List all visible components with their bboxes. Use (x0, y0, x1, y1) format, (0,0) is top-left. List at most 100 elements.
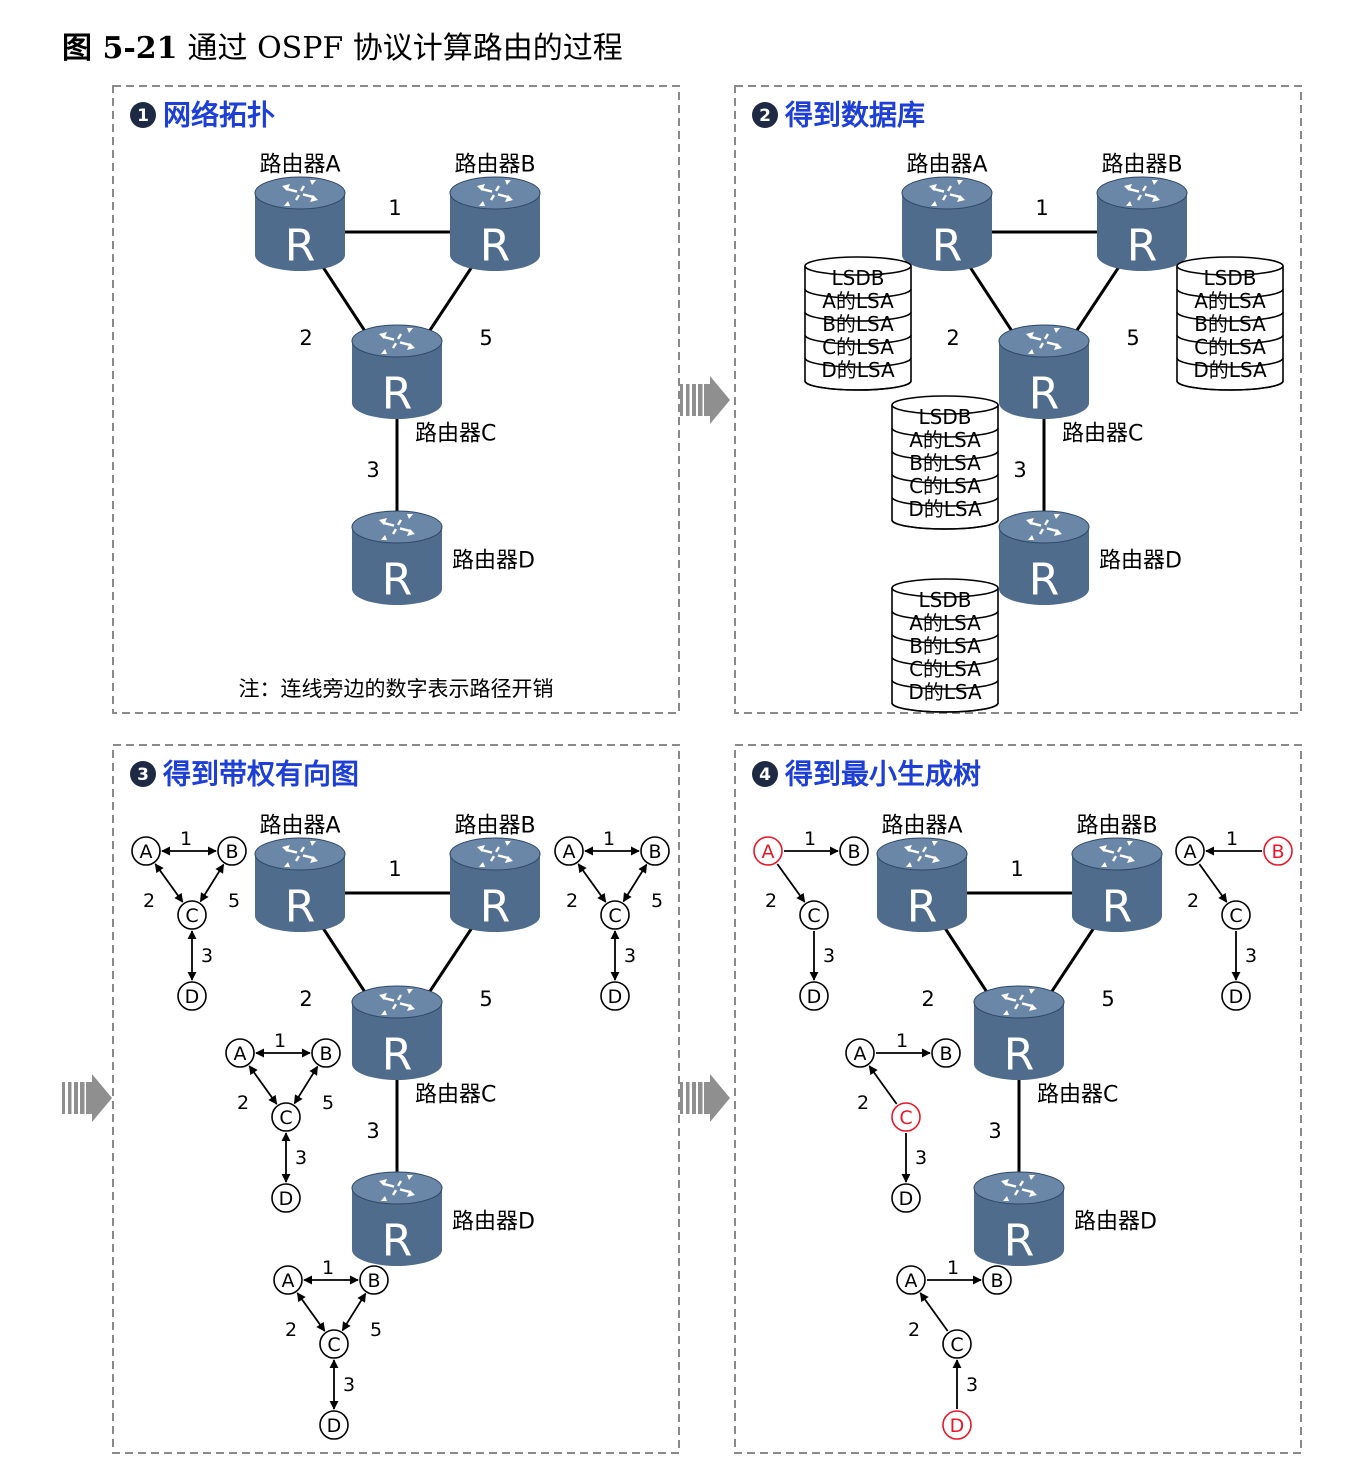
lsdb-row: C的LSA (822, 335, 894, 359)
graph-node-letter: D (327, 1415, 342, 1437)
graph-node-D: D (319, 1410, 349, 1440)
router-arrow-stroke (399, 1002, 412, 1008)
lsdb-divider (1176, 288, 1284, 299)
router-body (1072, 854, 1162, 932)
cost-C-D: 3 (366, 458, 379, 482)
graph-node-circle (942, 1329, 972, 1359)
router-top (973, 985, 1065, 1019)
graph-node-circle (273, 1265, 303, 1295)
router-label-A: 路由器A (906, 153, 987, 178)
lsdb-divider (1176, 357, 1284, 368)
lsdb-divider (1176, 334, 1284, 345)
edge-cost-C-D: 3 (201, 945, 213, 967)
router-letter: R (907, 882, 938, 933)
router-arrow-stroke (1029, 521, 1042, 527)
router-arrows-icon (1127, 185, 1157, 201)
router-label-B: 路由器B (1076, 814, 1157, 839)
graph-node-letter: A (234, 1043, 247, 1065)
router-arrow-stroke (1004, 1182, 1017, 1188)
graph-node-C: C (942, 1329, 972, 1359)
lsdb-divider (891, 450, 999, 461)
step-arrow-stripe (704, 384, 710, 416)
lsdb-header: LSDB (919, 405, 972, 429)
lsdb-divider (1176, 311, 1284, 322)
router-arrow-stroke (941, 194, 948, 201)
router-arrow-stroke (497, 854, 510, 860)
step-arrow-stripe (686, 384, 690, 416)
graph-node-letter: A (854, 1043, 867, 1065)
router-body (352, 341, 442, 419)
router-body (255, 193, 345, 271)
graph-node-letter: B (939, 1043, 952, 1065)
router-arrows-icon (480, 185, 510, 201)
router-arrow-stroke (1021, 1188, 1034, 1194)
lsdb-top (1176, 256, 1284, 276)
graph-node-circle (271, 1183, 301, 1213)
lsdb-row: D的LSA (821, 358, 895, 382)
router-letter: R (1102, 882, 1133, 933)
cost-A-C: 2 (921, 987, 934, 1011)
panel-title: 网络拓扑 (163, 99, 275, 132)
graph-node-circle (225, 1038, 255, 1068)
router-arrow-stroke (907, 848, 920, 854)
graph-node-letter: D (279, 1188, 294, 1210)
graph-node-letter: B (648, 841, 661, 863)
router-arrow-stroke (302, 193, 315, 199)
router-top (351, 985, 443, 1019)
cost-A-B: 1 (388, 196, 401, 220)
graph-node-A: A (845, 1038, 875, 1068)
router-arrow-stroke (382, 1182, 395, 1188)
edge-cost-A-C: 2 (566, 890, 578, 912)
graph-node-circle (311, 1038, 341, 1068)
edge-cost-A-B: 1 (947, 1257, 959, 1279)
edge-cost-B-C: 5 (370, 1319, 382, 1341)
router-body (255, 854, 345, 932)
cost-A-B: 1 (1035, 196, 1048, 220)
router-arrow-stroke (494, 846, 501, 853)
graph-node-C: C (799, 900, 829, 930)
edge-cost-D-C: 3 (966, 1374, 978, 1396)
step-arrow-stripe (68, 1082, 72, 1114)
graph-node-circle (799, 900, 829, 930)
graph-node-D: D (271, 1183, 301, 1213)
router-icon: R (449, 176, 541, 272)
router-arrow-stroke (946, 185, 953, 192)
router-arrow-stroke (497, 193, 510, 199)
router-arrow-stroke (391, 1003, 398, 1010)
edge-cost-C-D: 3 (1245, 945, 1257, 967)
edge-A-C (154, 863, 184, 903)
edge-A-C (248, 1065, 278, 1105)
cost-A-C: 2 (946, 326, 959, 350)
lsdb-divider (804, 334, 912, 345)
router-letter: R (382, 555, 413, 606)
router-icon: R (254, 176, 346, 272)
router-arrow-stroke (1136, 194, 1143, 201)
step-arrow-stripe (698, 1082, 703, 1114)
edge-cost-A-C: 2 (237, 1092, 249, 1114)
router-arrow-stroke (1004, 996, 1017, 1002)
router-label-A: 路由器A (881, 814, 962, 839)
router-letter: R (382, 1216, 413, 1267)
edge-cost-C-D: 3 (915, 1147, 927, 1169)
router-label-B: 路由器B (454, 814, 535, 839)
graph-node-circle (600, 900, 630, 930)
router-letter: R (1029, 369, 1060, 420)
router-arrow-stroke (1043, 333, 1050, 340)
cost-A-B: 1 (1010, 857, 1023, 881)
edge-cost-A-C: 2 (285, 1319, 297, 1341)
router-arrow-stroke (1013, 1003, 1020, 1010)
router-arrow-stroke (949, 193, 962, 199)
graph-node-circle (891, 1102, 921, 1132)
panel-number: 4 (759, 765, 771, 785)
router-arrow-stroke (382, 335, 395, 341)
router-arrow-stroke (391, 1189, 398, 1196)
lsdb-row: B的LSA (822, 312, 894, 336)
router-label-A: 路由器A (259, 814, 340, 839)
graph-node-letter: D (1229, 986, 1244, 1008)
